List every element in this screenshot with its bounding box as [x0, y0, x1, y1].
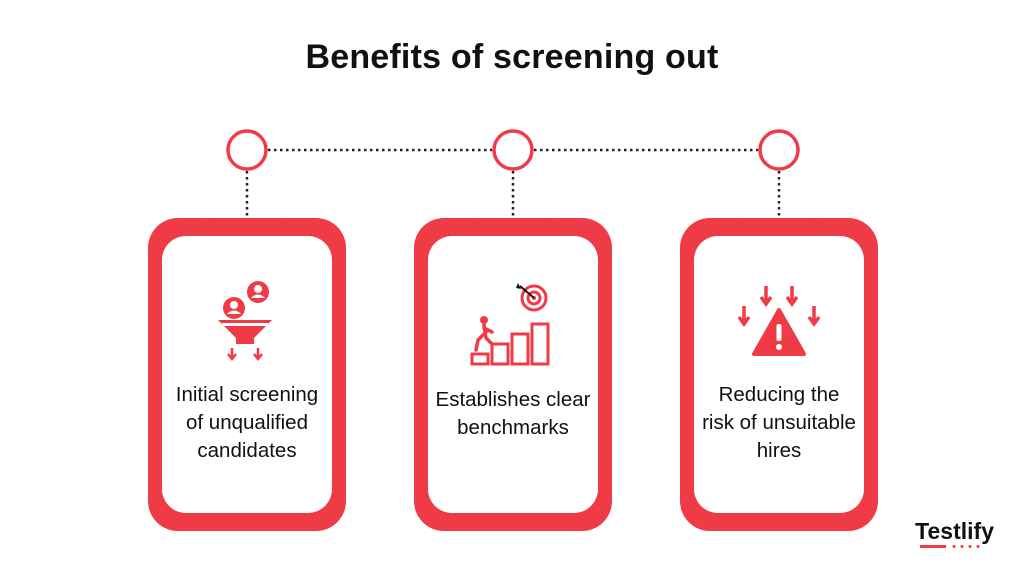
- benefit-card-2: Establishes clear benchmarks: [414, 218, 612, 531]
- card-notch: [207, 517, 287, 528]
- card-notch: [473, 221, 553, 232]
- card-notch: [207, 221, 287, 232]
- brand-underline: [920, 545, 980, 548]
- stairs-target-icon: [428, 280, 598, 370]
- card-text: Initial screening of unqualified candida…: [175, 383, 319, 462]
- page-title: Benefits of screening out: [305, 38, 719, 76]
- card-screen: Establishes clear benchmarks: [428, 236, 598, 513]
- brand-logo: Testlify: [915, 518, 994, 544]
- benefit-card-1: Initial screening of unqualified candida…: [148, 218, 346, 531]
- card-notch: [739, 221, 819, 232]
- node-circle: [492, 129, 534, 171]
- card-screen: Initial screening of unqualified candida…: [162, 236, 332, 513]
- node-circle: [226, 129, 268, 171]
- candidate-funnel-icon: [162, 280, 332, 370]
- node-circle: [758, 129, 800, 171]
- card-text: Establishes clear benchmarks: [435, 388, 591, 439]
- card-notch: [739, 517, 819, 528]
- warning-arrows-icon: [694, 280, 864, 370]
- benefit-card-3: Reducing the risk of unsuitable hires: [680, 218, 878, 531]
- card-text: Reducing the risk of unsuitable hires: [702, 383, 856, 462]
- card-screen: Reducing the risk of unsuitable hires: [694, 236, 864, 513]
- card-notch: [473, 517, 553, 528]
